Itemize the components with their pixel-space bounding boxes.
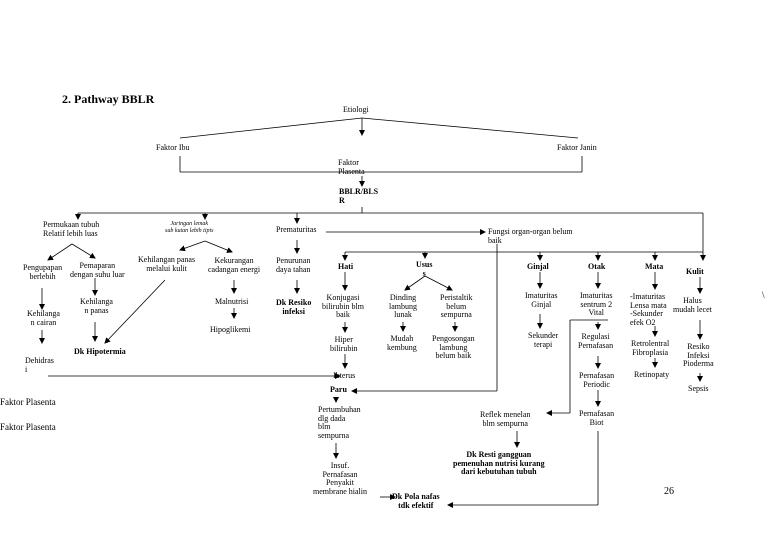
node-faktor-janin: Faktor Janin	[557, 143, 597, 152]
node-ikterus: Ikterus	[333, 371, 356, 380]
node-pertumbuhan: Pertumbuhan dlg dada blm sempurna	[318, 405, 361, 440]
node-insuf: Insuf. Pernafasan Penyakit membrane hial…	[313, 461, 367, 496]
node-resiko-infeksi-pioderma: Resiko Infeksi Pioderma	[683, 342, 714, 368]
node-halus: Halus mudah lecet	[673, 296, 712, 314]
page-number: 26	[664, 486, 674, 497]
node-mata-list: -Imaturitas Lensa mata -Sekunder efek O2	[630, 292, 667, 327]
node-otak: Otak	[588, 262, 606, 271]
node-regulasi-pernafasan: Regulasi Pernafasan	[578, 332, 614, 350]
node-kehilangan-cairan: Kehilanga n cairan	[27, 309, 60, 327]
node-hiper-bilirubin: Hiper bilirubin	[330, 335, 358, 353]
node-pemaparan: Pemaparan dengan suhu luar	[70, 261, 125, 279]
node-ginjal: Ginjal	[527, 262, 549, 271]
node-bblr: BBLR/BLS R	[339, 187, 379, 205]
node-pernafasan-biot: Pernafasan Biot	[579, 409, 615, 427]
node-pernafasan-periodik: Pernafasan Periodic	[579, 371, 615, 389]
node-kehilangan-panas-kulit: Kehilangan panas melalui kulit	[138, 255, 196, 273]
node-imaturitas-ginjal: Imaturitas Ginjal	[525, 291, 558, 309]
node-mudah-kembung: Mudah kembung	[387, 334, 417, 352]
node-permukaan-tubuh: Permukaan tubuh Relatif lebih luas	[43, 220, 100, 238]
node-fungsi-organ: Fungsi organ-organ belum baik	[488, 227, 573, 245]
node-sekunder-terapi: Sekunder terapi	[528, 331, 559, 349]
node-etiologi: Etiologi	[343, 105, 369, 114]
node-dk-pola-nafas: Dk Pola nafas tdk efektif	[392, 492, 440, 510]
node-pengupapan: Pengupapan berlebih	[23, 263, 63, 281]
node-imaturitas-sentrum: Imaturitas sentrum 2 Vital	[580, 291, 613, 317]
node-hipoglikemi: Hipoglikemi	[210, 325, 251, 334]
node-dk-resiko-infeksi: Dk Resiko infeksi	[276, 298, 312, 316]
node-hati: Hati	[338, 262, 354, 271]
node-mata: Mata	[645, 262, 664, 271]
node-kehilangan-panas: Kehilanga n panas	[80, 297, 113, 315]
node-konjugasi: Konjugasi bilirubin blm baik	[322, 293, 364, 319]
node-jaringan-lemak: Jaringan lemak sub kutan lebih tipis	[165, 221, 214, 234]
margin-mark: \	[762, 290, 765, 300]
node-kulit: Kulit	[686, 267, 704, 276]
side-label: Faktor Plasenta	[0, 422, 56, 432]
node-dehidrasi: Dehidras i	[25, 356, 54, 374]
page-title: 2. Pathway BBLR	[62, 92, 155, 106]
node-dk-resti: Dk Resti gangguan pemenuhan nutrisi kura…	[453, 450, 545, 476]
node-retinopaty: Retinopaty	[634, 370, 670, 379]
node-penurunan-daya-tahan: Penurunan daya tahan	[276, 256, 311, 274]
node-retrolental: Retrolentral Fibroplasia	[631, 339, 670, 357]
node-faktor-plasenta: Faktor Plasenta	[338, 158, 365, 176]
side-label: Faktor Plasenta	[0, 397, 56, 407]
node-sepsis: Sepsis	[688, 384, 709, 393]
node-pengosongan: Pengosongan lambung belum baik	[432, 334, 475, 360]
node-paru: Paru	[330, 385, 347, 394]
node-prematuritas: Prematuritas	[276, 225, 317, 234]
node-kekurangan-cadangan: Kekurangan cadangan energi	[208, 256, 261, 274]
node-peristaltik: Peristaltik belum sempurna	[440, 293, 473, 319]
node-dinding-lambung: Dinding lambung lunak	[389, 293, 417, 319]
node-faktor-ibu: Faktor Ibu	[156, 143, 190, 152]
node-usus: Usus s	[416, 260, 433, 278]
node-dk-hipotermia: Dk Hipotermia	[74, 347, 126, 356]
node-reflek-menelan: Reflek menelan blm sempurna	[480, 410, 531, 428]
node-malnutrisi: Malnutrisi	[215, 297, 249, 306]
